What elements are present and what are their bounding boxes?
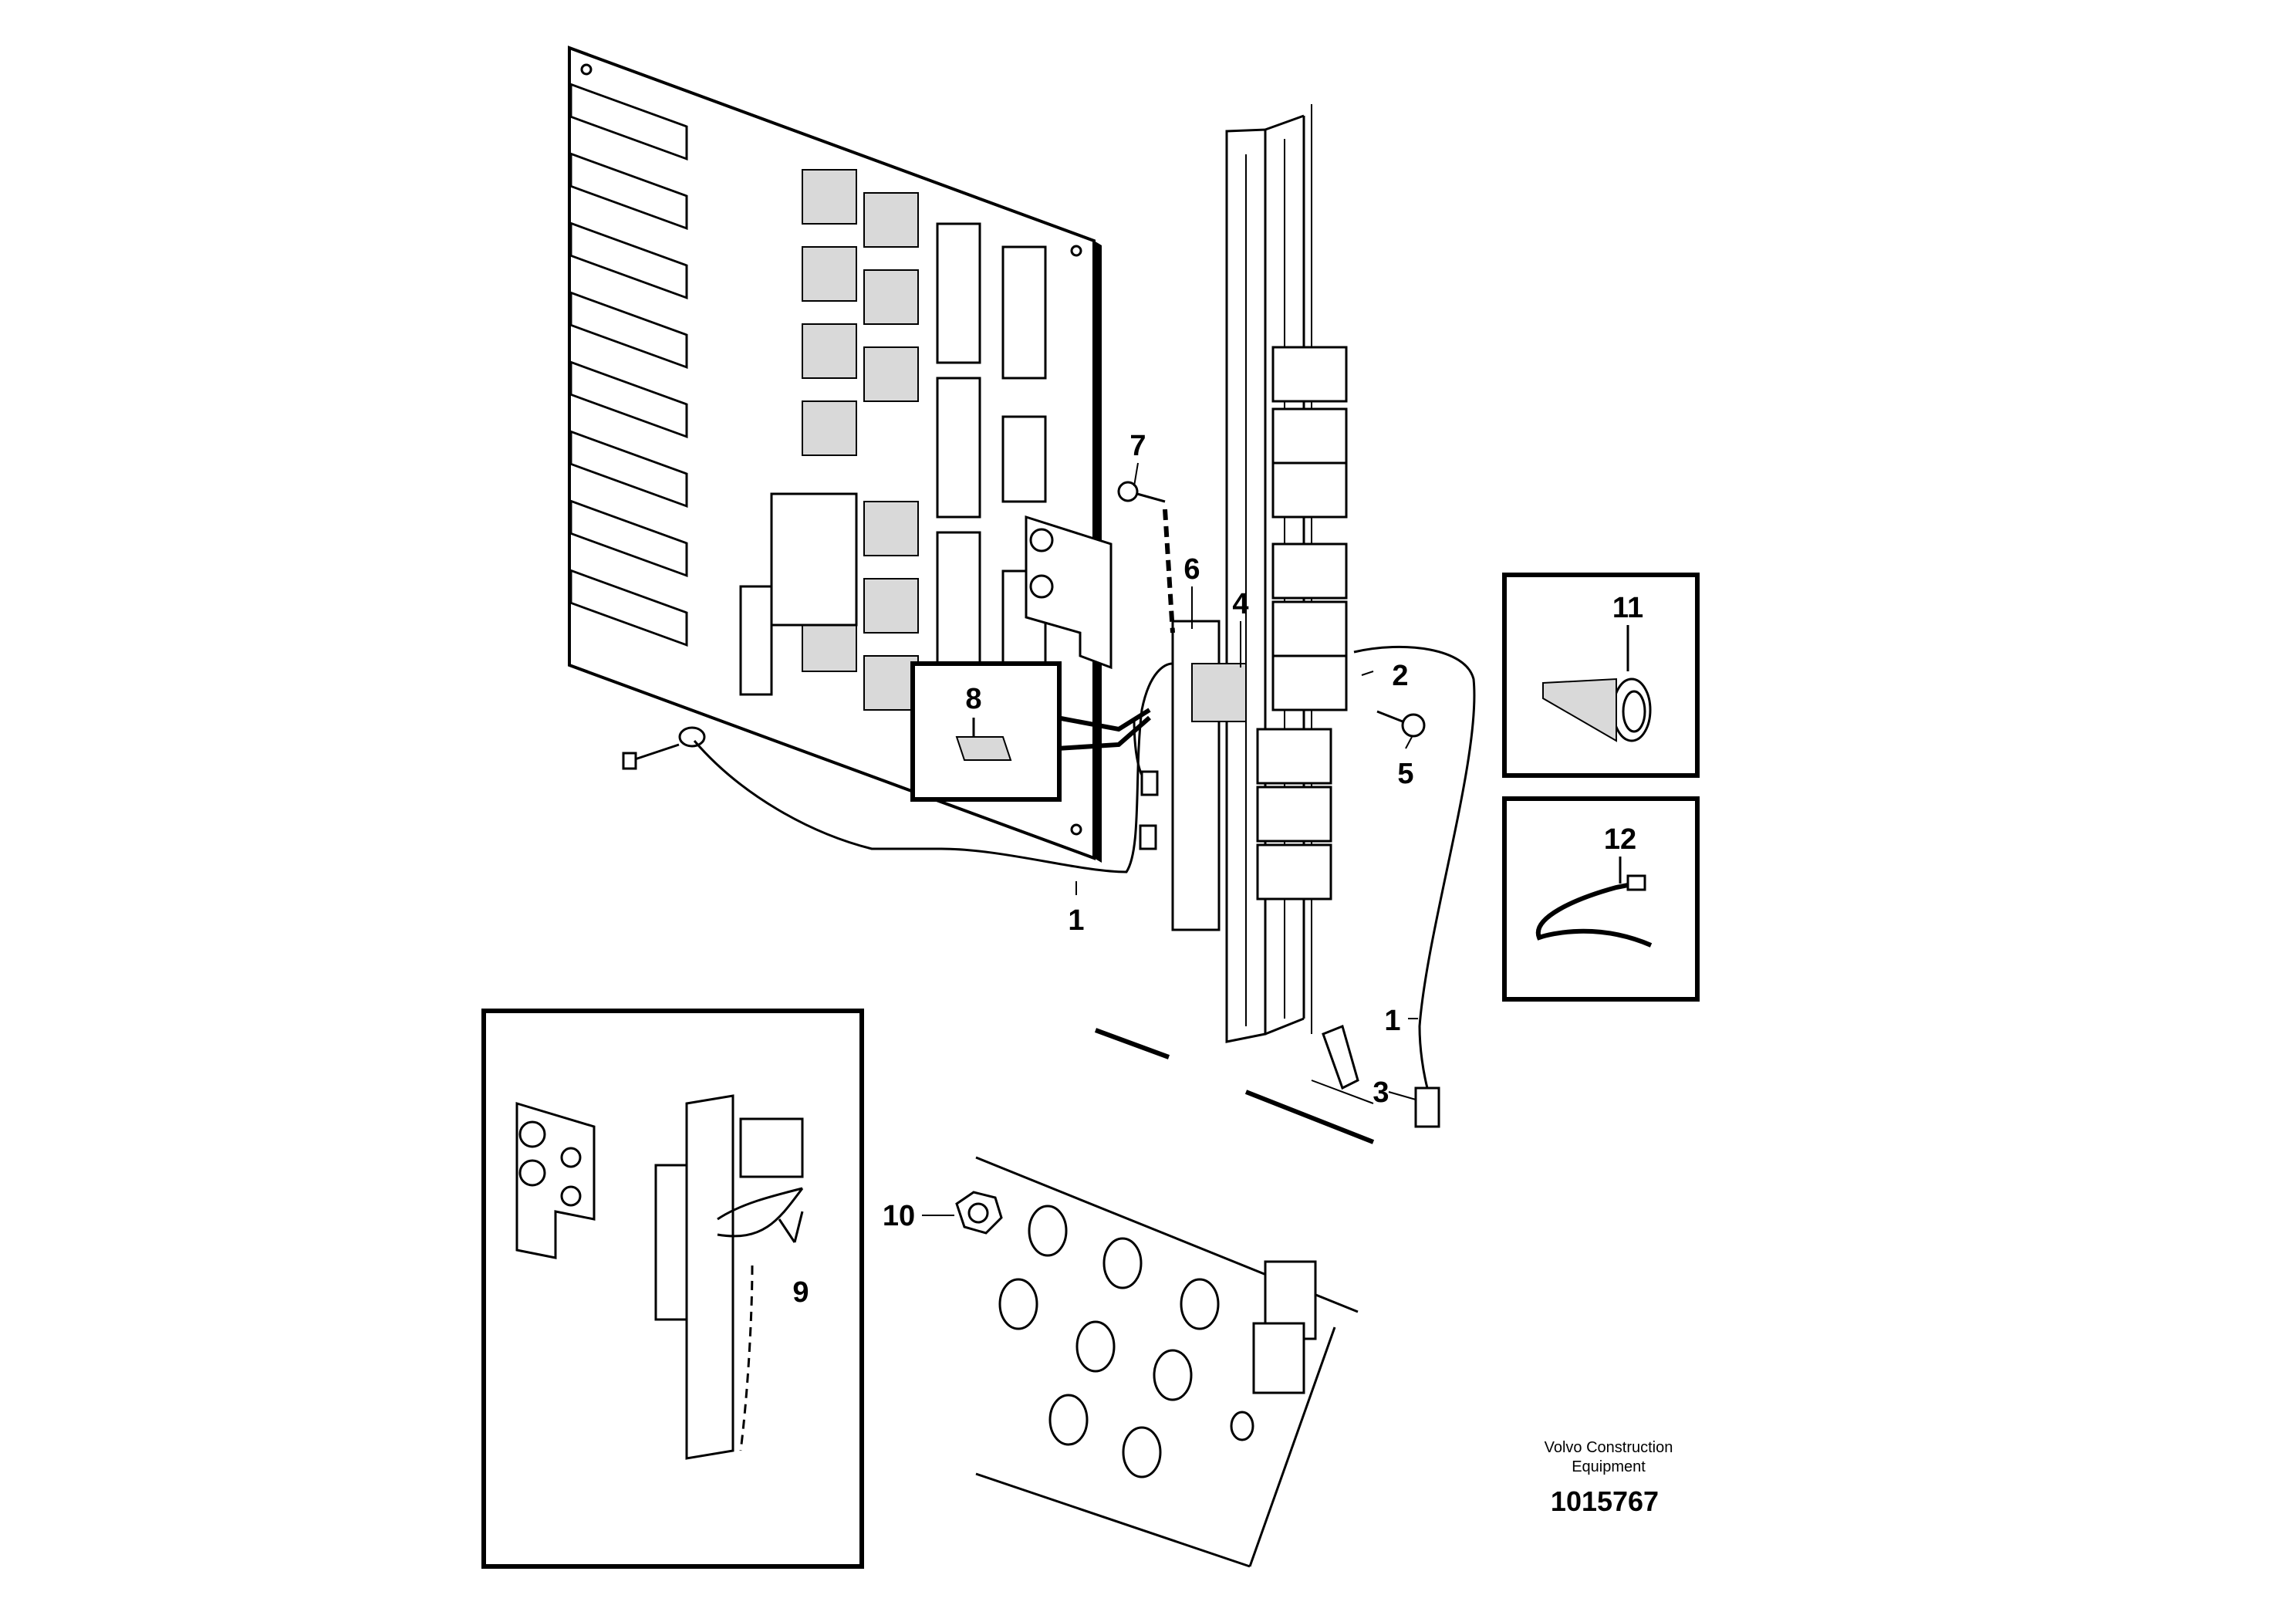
connector-blocks [1256,346,1348,901]
callout-9: 9 [792,1276,809,1309]
leader-lines [922,462,1418,1216]
nut-10 [955,1191,1003,1235]
detail-box-fuse: 8 [910,661,1151,802]
callout-4: 4 [1232,588,1248,620]
callout-7: 7 [1129,430,1146,462]
cable-harness [693,645,1476,1128]
detail-box-wiring: 9 [481,1009,864,1569]
screw-5 [1376,710,1426,738]
clip [1322,1024,1359,1090]
callout-1-cable: 1 [1068,904,1084,937]
credit-line-2: Equipment [1572,1458,1646,1475]
callout-2: 2 [1392,660,1408,692]
callout-8: 8 [965,683,981,715]
relay-module [1191,663,1247,722]
callout-12: 12 [1604,823,1636,856]
callout-3: 3 [1373,1076,1389,1109]
part-number: 1015767 [1551,1485,1659,1517]
mounting-bracket [1025,515,1113,670]
callout-5: 5 [1397,758,1413,790]
callout-11: 11 [1612,592,1643,624]
screw-7 [1117,481,1166,503]
callout-6: 6 [1183,553,1200,586]
bottom-panel [975,1156,1359,1568]
detail-box-cable-tie: 12 [1502,796,1700,1002]
relays [802,169,919,711]
callout-10: 10 [883,1200,915,1232]
detail-box-plug: 11 [1502,573,1700,778]
board-edge-connectors [569,83,688,647]
cable-tie-icon [1535,881,1653,948]
connector-3 [1414,1086,1440,1128]
fuse-icon [955,736,1012,761]
credit-line-1: Volvo Construction [1545,1439,1673,1456]
circuit-board [568,46,1113,863]
callout-1-cable-right: 1 [1384,1005,1400,1037]
screw-ring-terminal [622,726,706,770]
plug-icon [1542,678,1617,742]
